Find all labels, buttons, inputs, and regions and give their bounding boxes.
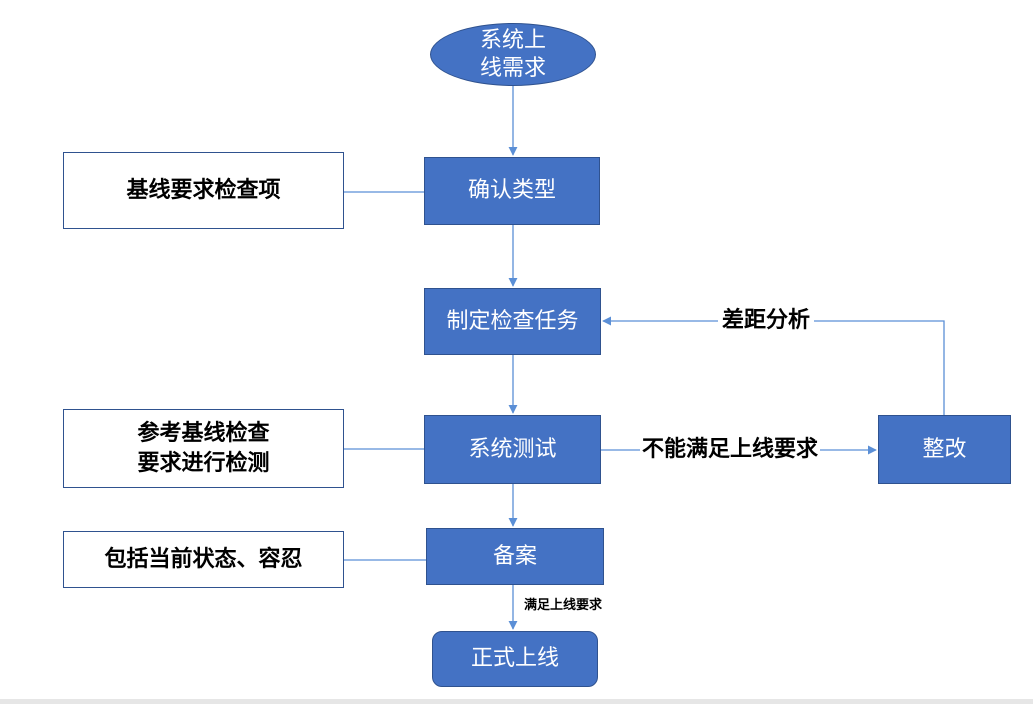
filing-label: 备案	[492, 543, 537, 569]
note-filing-scope-text: 包括当前状态、容忍	[104, 546, 303, 572]
make-task-node: 制定检查任务	[424, 288, 601, 355]
start-node: 系统上线需求	[430, 23, 596, 86]
system-test-label: 系统测试	[468, 436, 557, 462]
edge-label-meet: 满足上线要求	[522, 597, 605, 615]
edge-label-gap-analysis: 差距分析	[718, 306, 815, 336]
confirm-type-node: 确认类型	[424, 157, 600, 225]
edge-label-not-meet: 不能满足上线要求	[640, 435, 821, 465]
filing-node: 备案	[426, 528, 604, 585]
confirm-type-label: 确认类型	[467, 178, 556, 203]
make-task-label: 制定检查任务	[446, 308, 579, 334]
note-filing-scope: 包括当前状态、容忍	[63, 531, 344, 588]
start-node-line1: 系统上	[479, 27, 546, 53]
note-test-reference: 参考基线检查要求进行检测	[63, 409, 344, 488]
note-test-reference-line2: 要求进行检测	[137, 450, 270, 476]
bottom-divider	[0, 699, 1033, 704]
note-baseline-items: 基线要求检查项	[63, 152, 344, 229]
system-test-node: 系统测试	[424, 415, 601, 484]
rectify-label: 整改	[922, 436, 967, 462]
start-node-line2: 线需求	[479, 55, 546, 81]
note-test-reference-line1: 参考基线检查	[137, 420, 270, 446]
rectify-node: 整改	[878, 415, 1011, 484]
arrow-rectify-to-task	[602, 316, 945, 415]
go-live-node: 正式上线	[432, 631, 598, 687]
note-baseline-items-text: 基线要求检查项	[126, 177, 281, 203]
go-live-label: 正式上线	[470, 646, 559, 671]
